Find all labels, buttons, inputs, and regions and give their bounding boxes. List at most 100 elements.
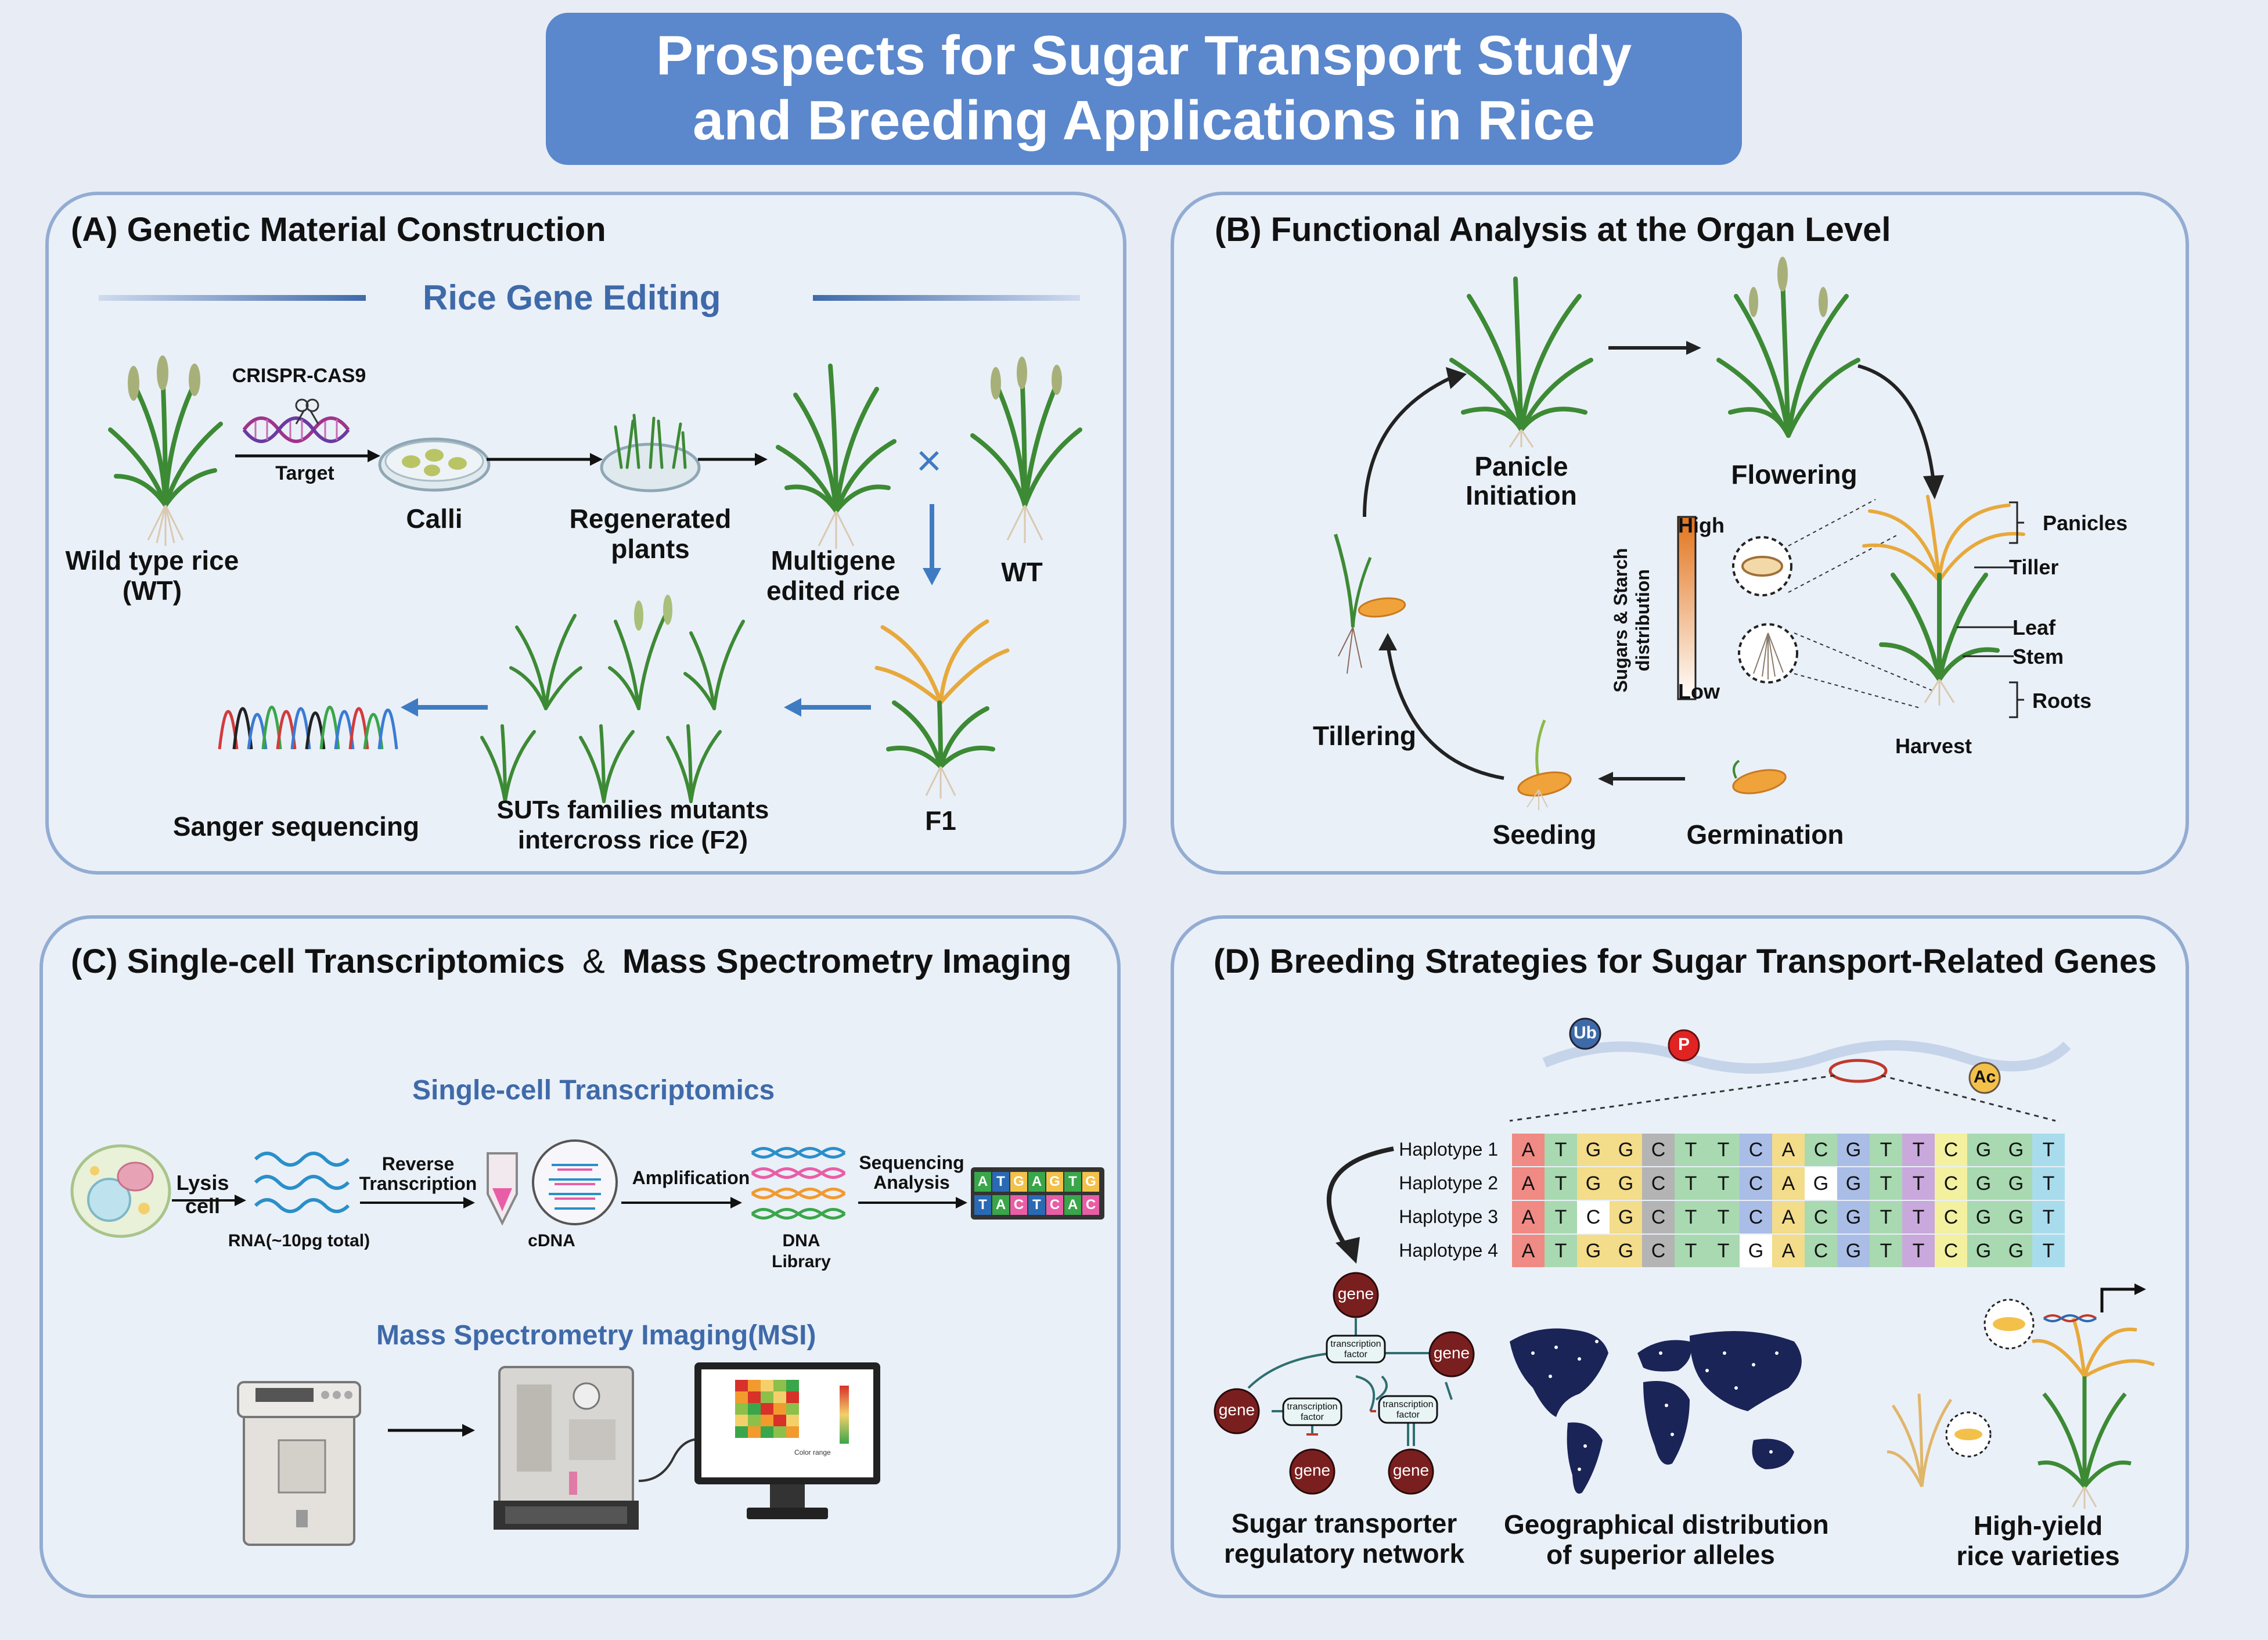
readout-base: G [1046, 1172, 1063, 1192]
haplotype-3-base: C [1935, 1201, 1967, 1233]
title-line-2: and Breeding Applications in Rice [693, 89, 1595, 152]
sugar-axis-label: Sugars & Starch distribution [1610, 516, 1654, 725]
flowering-plant [1716, 257, 1860, 438]
geo-label-2: of superior alleles [1546, 1540, 1775, 1570]
cdna-tube-icon [487, 1139, 618, 1226]
msi-subtitle: Mass Spectrometry Imaging(MSI) [376, 1320, 816, 1351]
world-map-icon [1510, 1328, 1802, 1494]
regulatory-network-diagram [1214, 1272, 1475, 1495]
arrow-wt-to-calli [235, 449, 380, 462]
tf-2-line-1: transcription [1287, 1402, 1338, 1412]
multigene-label-2: edited rice [766, 576, 901, 606]
regenerated-label-1: Regenerated [569, 503, 732, 534]
color-range-label: Color range [794, 1448, 831, 1456]
readout-base: T [974, 1195, 991, 1215]
network-gene-left: gene [1218, 1401, 1255, 1419]
rna-strands-icon [254, 1152, 350, 1213]
haplotype-2-base: C [1642, 1167, 1675, 1200]
title-line-1: Prospects for Sugar Transport Study [656, 24, 1632, 87]
sanger-chromatogram-icon [218, 706, 398, 750]
regenerated-plants-dish-icon [600, 413, 701, 492]
sugar-axis-label-2: distribution [1632, 569, 1653, 671]
haplotype-1-base: C [1642, 1134, 1675, 1166]
haplotype-2-base: A [1772, 1167, 1805, 1200]
calli-label: Calli [406, 503, 463, 534]
leaf-label: Leaf [2013, 616, 2056, 639]
haplotype-4-base: C [1642, 1235, 1675, 1267]
haplotype-2-base: G [2000, 1167, 2032, 1200]
haplotype-2-base: A [1512, 1167, 1545, 1200]
sugar-starch-gradient-bar [1677, 516, 1697, 700]
readout-base: T [1064, 1172, 1081, 1192]
haplotype-1-base: A [1772, 1134, 1805, 1166]
haplotype-2-base: G [1967, 1167, 2000, 1200]
target-label: Target [275, 462, 334, 484]
haplotype-3-base: C [1642, 1201, 1675, 1233]
haplotype-1-base: A [1512, 1134, 1545, 1166]
readout-base: A [992, 1195, 1009, 1215]
haplotype-4-base: G [2000, 1235, 2032, 1267]
haplotype-4-base: G [1837, 1235, 1870, 1267]
haplotype-2-base: C [1740, 1167, 1772, 1200]
haplotype-4-base: T [1675, 1235, 1707, 1267]
germination-label: Germination [1686, 819, 1844, 850]
f2-rice-plants-group [480, 595, 745, 803]
wild-type-rice-plant [108, 355, 223, 546]
arrow-regenerated-to-multigene [698, 453, 768, 466]
f1-rice-plant [874, 619, 1010, 799]
chromosome-wave-icon [1509, 1040, 2071, 1122]
sugar-axis-label-1: Sugars & Starch [1610, 548, 1631, 693]
arrow-panicle-to-flowering [1608, 341, 1701, 355]
network-gene-bottom-right: gene [1392, 1461, 1430, 1479]
network-gene-bottom-left: gene [1294, 1461, 1331, 1479]
rna-label: RNA(~10pg total) [228, 1231, 370, 1250]
haplotype-2-base: G [1610, 1167, 1642, 1200]
network-label-1: Sugar transporter [1231, 1508, 1457, 1538]
haplotype-3-base: G [2000, 1201, 2032, 1233]
haplotype-3-base: C [1577, 1201, 1610, 1233]
dna-library-icon [751, 1147, 846, 1220]
regenerated-label-2: plants [611, 534, 690, 564]
panicle-initiation-plant [1449, 276, 1593, 448]
readout-base: A [974, 1172, 991, 1192]
network-label-2: regulatory network [1223, 1538, 1465, 1569]
readout-base: A [1028, 1172, 1045, 1192]
haplotype-1-base: G [1610, 1134, 1642, 1166]
cdna-label: cDNA [528, 1231, 575, 1250]
haplotype-4-base: T [1902, 1235, 1935, 1267]
arrow-down-to-f1 [923, 504, 941, 585]
haplotype-4-base: A [1512, 1235, 1545, 1267]
arrow-amplification [621, 1197, 742, 1209]
acetylation-badge [1968, 1062, 2001, 1094]
network-gene-right: gene [1433, 1344, 1470, 1362]
high-yield-rice-icon [1887, 1283, 2155, 1509]
arrow-seeding-to-tillering [1378, 633, 1504, 780]
acetylation-label: Ac [1973, 1067, 1996, 1087]
haplotype-3-base: G [1610, 1201, 1642, 1233]
haplotype-2-base: T [1870, 1167, 1902, 1200]
cell-icon [70, 1144, 171, 1238]
zoom-dashed-guides [1788, 499, 1934, 709]
haplotype-3-base: T [2032, 1201, 2065, 1233]
germination-seed-icon [1732, 760, 1787, 794]
tf-2-line-2: factor [1300, 1412, 1324, 1422]
tillering-plant-icon [1334, 534, 1406, 674]
tf-1-line-1: transcription [1330, 1339, 1381, 1349]
harvest-label: Harvest [1895, 734, 1972, 758]
sanger-label: Sanger sequencing [172, 811, 420, 841]
multigene-edited-rice-plant [776, 364, 897, 549]
panel-d-title: (D) Breeding Strategies for Sugar Transp… [1214, 943, 2157, 980]
amplification-label: Amplification [632, 1167, 750, 1188]
readout-base: C [1082, 1195, 1099, 1215]
geo-label-1: Geographical distribution [1504, 1509, 1829, 1540]
wt-rice-plant [970, 357, 1082, 543]
haplotype-3-base: G [1837, 1201, 1870, 1233]
haplotype-4-base: C [1805, 1235, 1837, 1267]
haplotype-2-base: T [2032, 1167, 2065, 1200]
haplotype-4-base: G [1610, 1235, 1642, 1267]
